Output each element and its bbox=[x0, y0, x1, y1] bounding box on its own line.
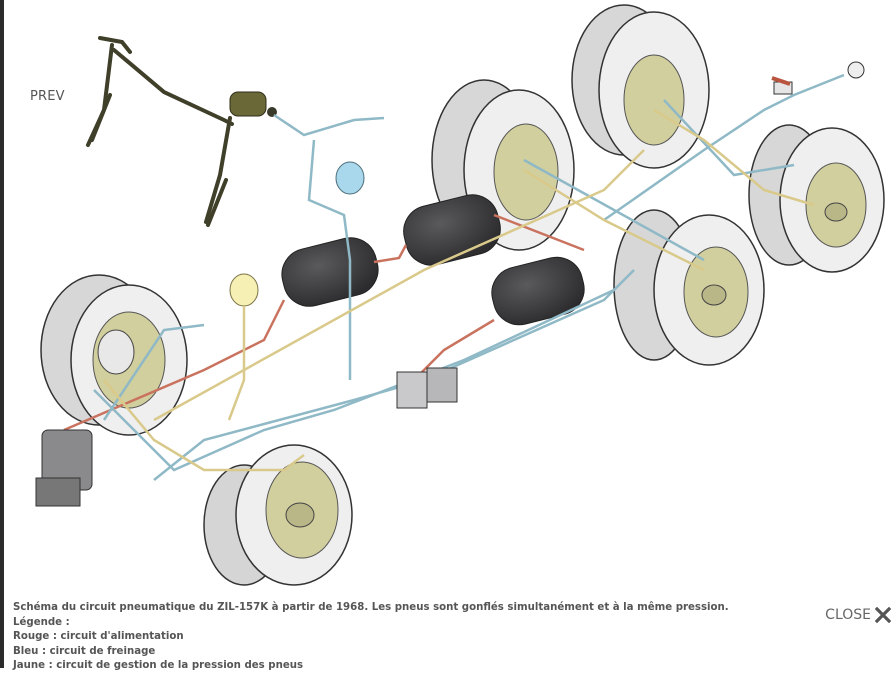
air-tank-1 bbox=[281, 237, 379, 307]
legend-item-red: Rouge : circuit d'alimentation bbox=[13, 631, 184, 642]
lightbox: PREV Schéma du circuit pneumatique du ZI… bbox=[4, 0, 893, 671]
brake-valve-cylinder bbox=[229, 91, 277, 117]
tire-rear-left bbox=[571, 4, 710, 169]
page-backdrop bbox=[0, 0, 4, 668]
air-tank-3 bbox=[491, 256, 585, 326]
supply-circuit-lines bbox=[63, 213, 585, 432]
prev-link[interactable]: PREV bbox=[30, 89, 65, 104]
close-x-icon bbox=[875, 607, 891, 623]
brake-valve bbox=[396, 367, 458, 409]
brake-circuit-lines bbox=[93, 73, 845, 481]
compressor bbox=[35, 429, 93, 507]
legend-item-yellow: Jaune : circuit de gestion de la pressio… bbox=[13, 660, 304, 671]
shutoff-valve bbox=[771, 61, 865, 95]
prev-label: PREV bbox=[30, 89, 65, 104]
close-label: CLOSE bbox=[825, 607, 871, 623]
pressure-gauge-blue bbox=[335, 161, 365, 195]
caption-title: Schéma du circuit pneumatique du ZIL-157… bbox=[13, 602, 729, 613]
tire-middle-right bbox=[613, 209, 765, 366]
caption-legend-heading: Légende : bbox=[13, 616, 70, 628]
close-button[interactable]: CLOSE bbox=[825, 607, 891, 623]
image-caption: Schéma du circuit pneumatique du ZIL-157… bbox=[13, 601, 773, 674]
tire-pressure-circuit-lines bbox=[103, 108, 815, 472]
pedal-linkage bbox=[86, 36, 234, 227]
tire-front-right bbox=[203, 444, 353, 586]
pressure-gauge-yellow bbox=[229, 273, 259, 307]
pneumatic-diagram-image bbox=[35, 4, 885, 586]
legend-item-blue: Bleu : circuit de freinage bbox=[13, 645, 156, 657]
tire-rear-right bbox=[748, 124, 885, 273]
